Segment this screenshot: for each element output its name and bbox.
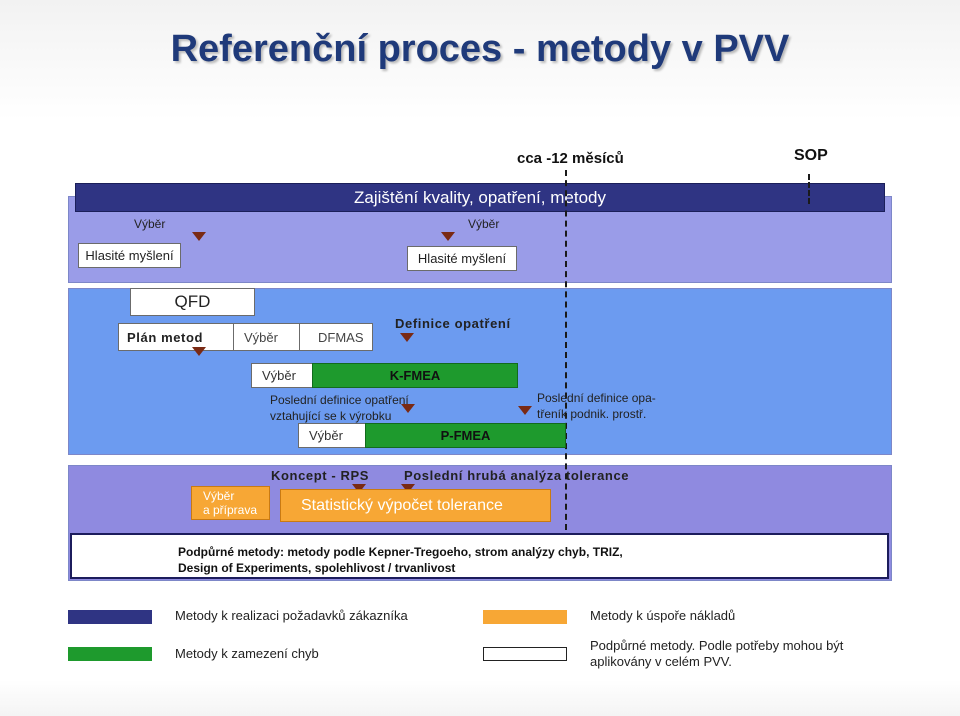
support-methods-line1: Podpůrné metody: metody podle Kepner-Tre…: [178, 545, 623, 559]
marker-triangle: [401, 404, 415, 413]
vyber-priprava-box: Výběr a příprava: [191, 486, 270, 520]
statisticky-vypocet-box: Statistický výpočet tolerance: [280, 489, 551, 522]
legend-swatch-orange: [483, 610, 567, 624]
marker-triangle: [518, 406, 532, 415]
legend-swatch-white: [483, 647, 567, 661]
support-methods-box: Podpůrné metody: metody podle Kepner-Tre…: [70, 533, 889, 579]
vyber-priprava-line2: a příprava: [203, 503, 258, 517]
posledni-definice-line1: Poslední definice opatření: [270, 393, 409, 407]
plan-vyber-label: Výběr: [244, 329, 278, 345]
vyber-priprava-line1: Výběr: [203, 489, 235, 503]
header-bar: Zajištění kvality, opatření, metody: [75, 183, 885, 212]
legend-white-label: Podpůrné metody. Podle potřeby mohou být…: [590, 638, 843, 670]
timeline-cca-label: cca -12 měsíců: [517, 150, 624, 167]
page-title: Referenční proces - metody v PVV: [170, 28, 790, 70]
legend-navy-label: Metody k realizaci požadavků zákazníka: [175, 608, 408, 623]
plan-metod-box: Plán metod Výběr DFMAS: [118, 323, 373, 351]
hlasite-mysleni-left: Hlasité myšlení: [78, 243, 181, 268]
posledni-hruba-analyza-label: Poslední hrubá analýza tolerance: [404, 468, 630, 483]
marker-triangle: [441, 232, 455, 241]
legend-green-label: Metody k zamezení chyb: [175, 646, 319, 661]
kfmea-vyber-box: Výběr: [251, 363, 313, 388]
plan-metod-label: Plán metod: [127, 329, 204, 345]
row1-vyber-right: Výběr: [468, 217, 500, 231]
posledni-definice-line2: vztahující se k výrobku: [270, 409, 392, 423]
posledni-definice-podnik-line2: třeník podnik. prostř.: [537, 407, 647, 421]
legend-swatch-green: [68, 647, 152, 661]
timeline-cca-line: [565, 170, 567, 530]
posledni-definice-podnik-line1: Poslední definice opa-: [537, 391, 656, 405]
pfmea-vyber-box: Výběr: [298, 423, 366, 448]
posledni-definice-podnik: Poslední definice opa- třeník podnik. pr…: [537, 390, 656, 422]
posledni-definice-vyrobek: Poslední definice opatření vztahující se…: [270, 392, 409, 424]
marker-triangle: [192, 347, 206, 356]
support-methods-line2: Design of Experiments, spolehlivost / tr…: [178, 561, 456, 575]
hlasite-mysleni-right: Hlasité myšlení: [407, 246, 517, 271]
kfmea-box: K-FMEA: [312, 363, 518, 388]
dfmas-label: DFMAS: [318, 329, 364, 345]
marker-triangle: [400, 333, 414, 342]
timeline-sop-label: SOP: [794, 147, 828, 164]
koncept-rps-label: Koncept - RPS: [271, 468, 370, 483]
pfmea-box: P-FMEA: [365, 423, 566, 448]
legend-white-line2: aplikovány v celém PVV.: [590, 654, 732, 669]
legend-swatch-navy: [68, 610, 152, 624]
row1-vyber-left: Výběr: [134, 217, 166, 231]
timeline-sop-line: [808, 174, 810, 204]
marker-triangle: [401, 484, 415, 493]
marker-triangle: [192, 232, 206, 241]
legend-white-line1: Podpůrné metody. Podle potřeby mohou být: [590, 638, 844, 653]
legend-orange-label: Metody k úspoře nákladů: [590, 608, 736, 623]
qfd-box: QFD: [130, 288, 255, 316]
marker-triangle: [352, 484, 366, 493]
definice-opatreni-label: Definice opatření: [395, 316, 511, 331]
